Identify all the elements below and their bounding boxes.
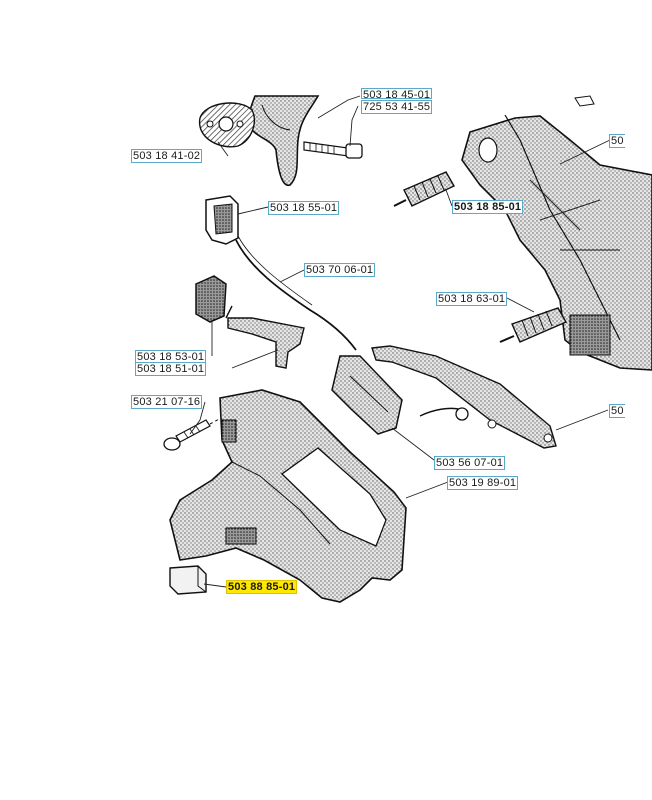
end-cap-part	[169, 565, 207, 595]
lever-rod-part	[371, 345, 557, 449]
part-label: 503 18 41-02	[131, 149, 203, 163]
bolt-part	[303, 141, 363, 159]
rear-handle-body-part	[247, 95, 320, 186]
part-label: 503 18 45-01	[361, 88, 433, 99]
throttle-cable-part	[235, 235, 357, 351]
part-label: 503 18 51-01	[135, 362, 207, 376]
part-label: 50	[609, 134, 625, 148]
throttle-lockout-part	[331, 355, 469, 435]
part-label: 503 21 07-16	[131, 395, 203, 409]
part-label: 725 53 41-55	[361, 100, 433, 114]
trigger-pad-part	[195, 275, 227, 323]
part-label: 503 56 07-01	[434, 456, 506, 470]
handle-housing-part	[169, 389, 407, 603]
part-label-highlighted: 503 88 85-01	[226, 580, 298, 594]
part-label: 503 18 63-01	[436, 292, 508, 306]
throttle-trigger-part	[225, 305, 305, 369]
part-label: 503 70 06-01	[304, 263, 376, 277]
spring-lower-part	[499, 307, 567, 343]
part-label: 50	[609, 404, 625, 418]
part-label: 503 18 85-01	[452, 200, 524, 214]
flange-gasket-part	[198, 102, 256, 148]
part-label: 503 19 89-01	[447, 476, 519, 490]
leader-lines	[189, 95, 611, 588]
spring-upper-part	[393, 171, 455, 207]
cable-holder-part	[205, 195, 239, 245]
part-label: 503 18 55-01	[268, 201, 340, 215]
